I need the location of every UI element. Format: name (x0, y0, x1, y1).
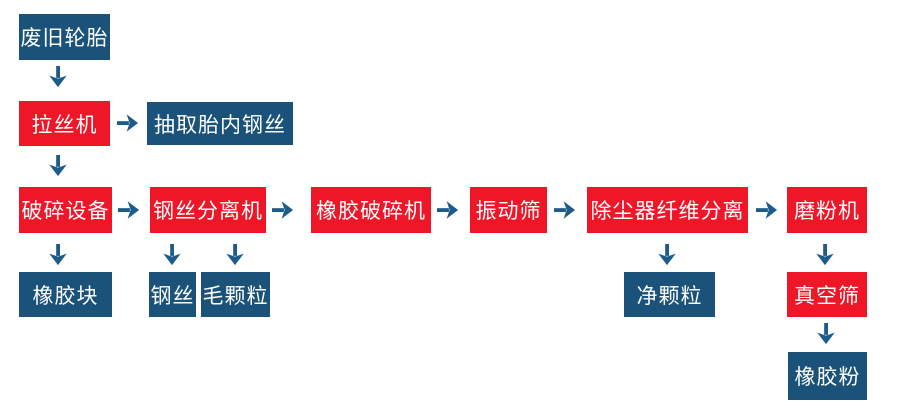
node-vacuum-screen: 真空筛 (787, 272, 867, 317)
arrow-down-icon (47, 244, 69, 266)
arrow-right-icon (756, 199, 778, 221)
arrow-down-icon (161, 244, 183, 266)
node-crushing-equipment: 破碎设备 (19, 187, 112, 233)
node-vibrating-screen: 振动筛 (470, 187, 547, 233)
arrow-down-icon (815, 323, 837, 345)
arrow-right-icon (118, 199, 140, 221)
arrow-down-icon (656, 244, 678, 266)
node-rough-granules: 毛颗粒 (201, 272, 270, 317)
arrow-right-icon (117, 112, 139, 134)
arrow-down-icon (224, 244, 246, 266)
arrow-down-icon (47, 66, 69, 88)
node-waste-tire: 废旧轮胎 (19, 14, 110, 60)
arrow-down-icon (814, 244, 836, 266)
node-extract-tire-steel-wire: 抽取胎内钢丝 (147, 102, 293, 145)
arrow-down-icon (47, 155, 69, 177)
node-steel-wire-separator: 钢丝分离机 (150, 187, 266, 233)
node-wire-drawing-machine: 拉丝机 (19, 101, 110, 146)
node-clean-granules: 净颗粒 (624, 272, 715, 317)
arrow-right-icon (554, 199, 576, 221)
node-rubber-powder: 橡胶粉 (788, 352, 867, 400)
node-rubber-block: 橡胶块 (19, 272, 112, 317)
node-grinding-mill: 磨粉机 (787, 187, 867, 233)
node-dust-collector-fiber-separation: 除尘器纤维分离 (587, 187, 748, 233)
node-rubber-crusher: 橡胶破碎机 (311, 187, 431, 233)
node-steel-wire: 钢丝 (149, 272, 196, 317)
arrow-right-icon (437, 199, 459, 221)
arrow-right-icon (272, 199, 294, 221)
